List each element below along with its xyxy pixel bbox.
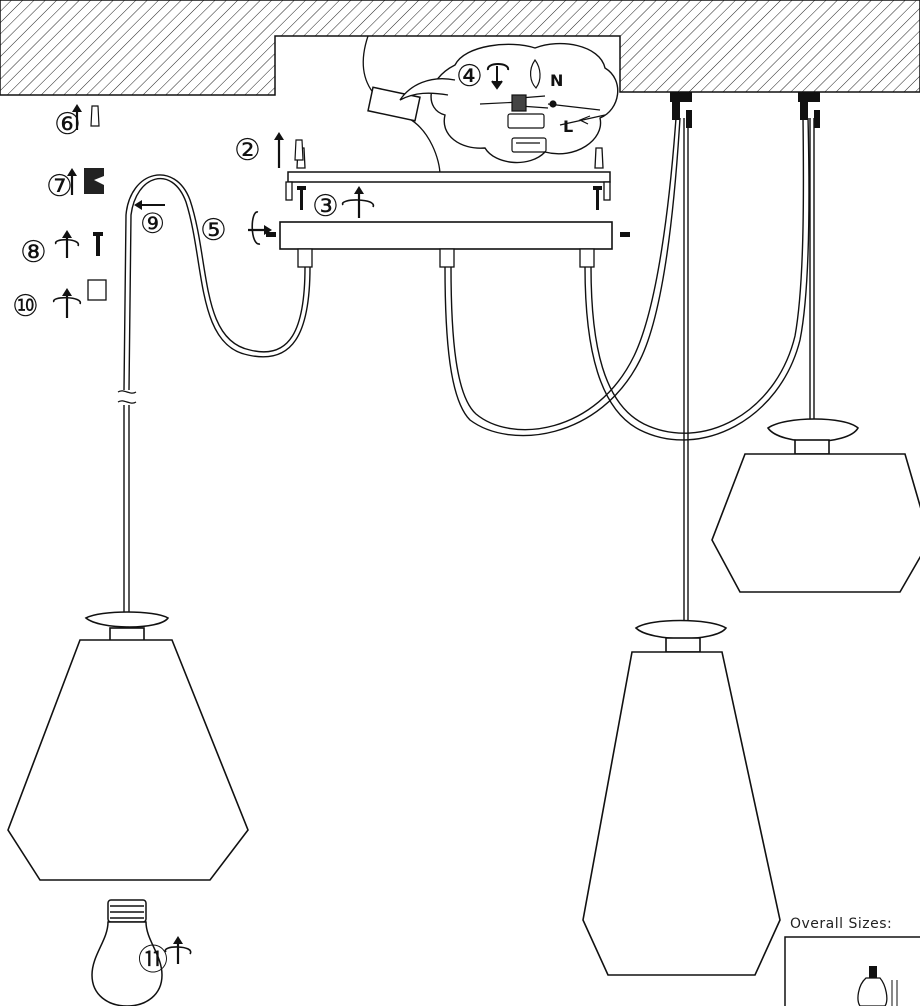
- step-6-label: ⑥: [54, 107, 81, 142]
- ceiling-hook-icon: [670, 92, 820, 128]
- step-4-label: ④: [456, 59, 483, 94]
- step-3-label: ③: [312, 189, 339, 224]
- pendant-cables: [123, 117, 815, 625]
- step-10-label: ⑩: [12, 289, 39, 324]
- step-11-label: ⑪: [138, 943, 168, 978]
- pendant-shade-right: [711, 418, 920, 593]
- pendant-shade-left: [7, 611, 249, 881]
- screw-icon: [297, 186, 602, 210]
- step-8-label: ⑧: [20, 235, 47, 270]
- mounting-bracket: [285, 171, 611, 201]
- step-2-label: ②: [234, 133, 261, 168]
- overall-sizes-box: [784, 936, 920, 1006]
- cable-break-mark: [117, 390, 137, 404]
- overall-sizes-label: Overall Sizes:: [790, 916, 892, 932]
- ceiling: [0, 0, 920, 96]
- canopy-bar: [266, 221, 630, 250]
- neutral-wire-label: N: [550, 71, 563, 90]
- step-5-label: ⑤: [200, 213, 227, 248]
- cable-grip: [297, 248, 595, 268]
- pendant-shade-middle: [582, 619, 781, 976]
- rotate-arrow-icon: [487, 63, 509, 90]
- step-9-label: ⑨: [140, 207, 165, 240]
- wiring-connectors: [479, 58, 606, 153]
- step-7-label: ⑦: [46, 169, 73, 204]
- live-wire-label: L: [563, 117, 573, 136]
- step-arrows: [53, 104, 374, 964]
